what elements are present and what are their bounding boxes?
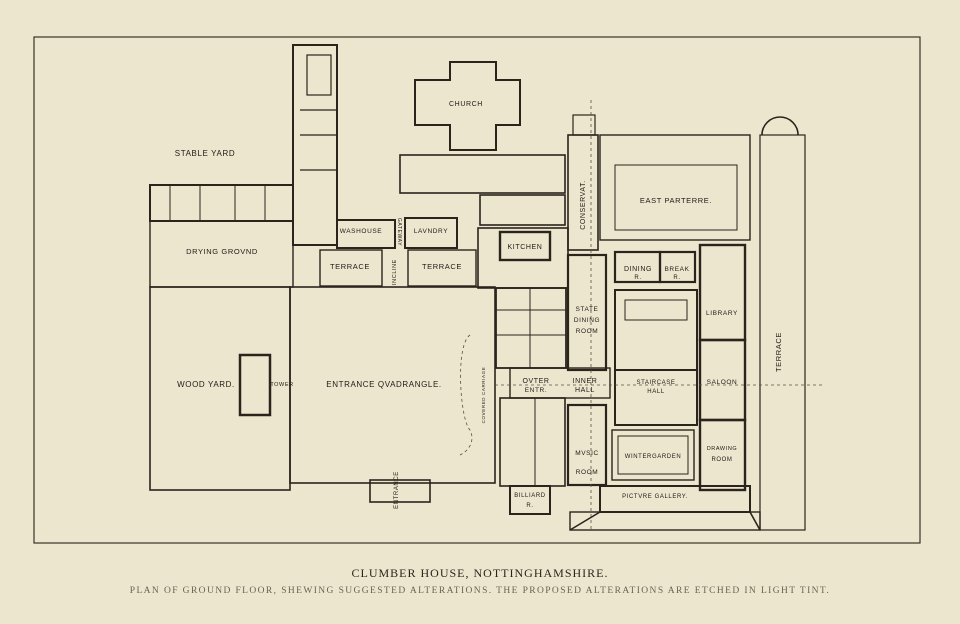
label-library: LIBRARY [706,310,738,317]
label-dining-r: R. [634,275,641,281]
plan-border [33,36,921,544]
label-wood-yard: WOOD YARD. [177,380,235,389]
staircase-hall [614,369,698,426]
label-terrace-left: TERRACE [330,262,370,271]
label-terrace-right: TERRACE [774,332,783,372]
winter-garden [611,429,695,481]
east-parterre [599,134,751,241]
east-terrace [759,134,806,531]
label-stable-yard: STABLE YARD [175,149,235,158]
walls [149,44,806,531]
label-billiard-r: R. [526,503,533,509]
entrance-lodge [369,479,431,503]
label-drawing-room: ROOM [711,457,732,463]
floor-plan: STABLE YARD CHURCH DRYING GROVND WASHOUS… [33,36,921,544]
label-washhouse: WASHOUSE [340,228,383,235]
laundry [404,217,458,249]
washhouse [336,219,396,249]
drawing-room [698,418,747,492]
room-labels: STABLE YARD CHURCH DRYING GROVND WASHOUS… [175,101,783,509]
music-room [566,403,608,487]
label-inner: INNER [573,378,598,385]
carriage-drive [459,334,473,456]
label-saloon: SALOON [707,379,738,386]
label-entrance-quadrangle: ENTRANCE QVADRANGLE. [326,380,441,389]
label-terrace-mid: TERRACE [422,262,462,271]
plan-subtitle: PLAN OF GROUND FLOOR, SHEWING SUGGESTED … [129,586,831,596]
label-entrance: ENTRANCE [394,471,400,509]
label-kitchen: KITCHEN [508,244,543,251]
service-range [399,154,566,194]
label-music: MVSIC [575,450,599,457]
breakfast-room [658,250,697,284]
stable-range [149,184,294,222]
state-dining-room [566,253,608,372]
terrace-mid [407,249,477,287]
terrace-left [319,249,383,287]
label-tower: TOWER [270,382,293,388]
label-gateway: GATEWAY [396,218,402,246]
label-staircase: STAIRCASE [637,380,676,386]
label-breakfast: BREAK [664,266,689,273]
label-drying-ground: DRYING GROVND [186,247,258,256]
label-billiard: BILLIARD [514,493,546,499]
label-wintergarden: WINTERGARDEN [625,454,682,460]
label-dining: DINING [624,266,652,273]
central-block [614,289,698,371]
label-breakfast-r: R. [673,275,680,281]
label-entr: ENTR. [525,387,548,394]
label-east-parterre: EAST PARTERRE. [640,196,712,205]
label-state-room: ROOM [576,328,599,335]
label-drawing: DRAWING [707,446,738,452]
offices [495,287,567,369]
billiard-room [509,485,551,515]
label-church: CHURCH [449,101,483,108]
label-music-room: ROOM [576,469,599,476]
label-conservatory: CONSERVAT. [580,180,587,230]
label-state: STATE [576,306,599,313]
plan-title: CLUMBER HOUSE, NOTTINGHAMSHIRE. [351,566,609,580]
label-incline: INCLINE [392,259,398,285]
stable-tower-block [292,44,338,246]
label-state-dining: DINING [574,317,600,324]
tower-block [238,353,272,417]
label-outer: OVTER [522,378,549,385]
proposed-lines [459,100,825,530]
kitchen [498,230,552,262]
label-staircase-hall: HALL [647,389,664,395]
label-covered-carriage: COVERED CARRIAGE [481,367,486,424]
library [698,243,747,342]
label-laundry: LAVNDRY [414,228,448,235]
church [414,61,521,151]
label-picture-gallery: PICTVRE GALLERY. [622,494,688,500]
label-inner-hall: HALL [575,387,595,394]
